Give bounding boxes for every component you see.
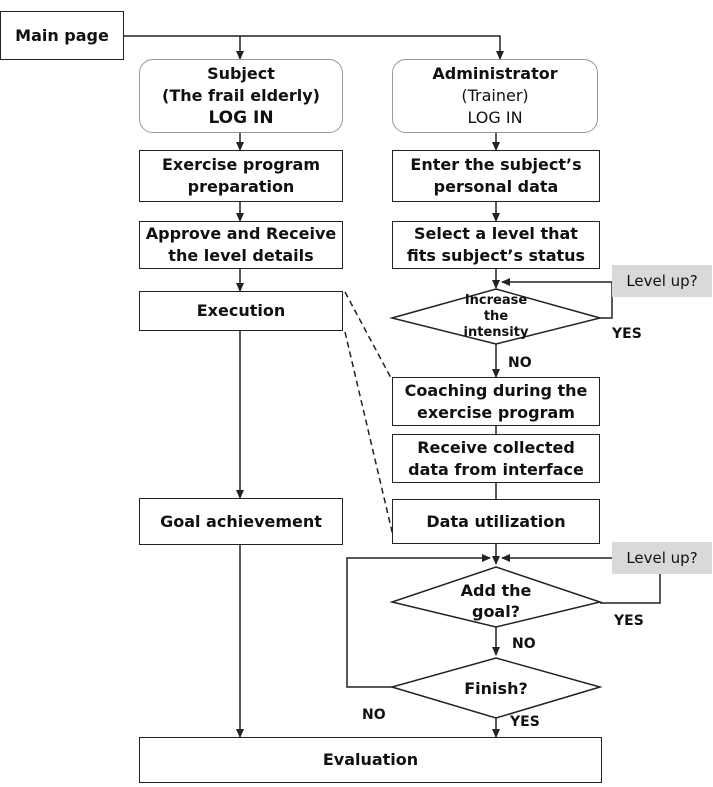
- increase-line2: the: [483, 309, 509, 324]
- no-label-2: NO: [512, 636, 536, 652]
- main-page-box: Main page: [0, 11, 124, 60]
- yes-label-3: YES: [510, 714, 540, 730]
- approve-line2: the level details: [168, 246, 314, 265]
- level-up-2-label: Level up?: [626, 549, 698, 567]
- data-utilization-label: Data utilization: [426, 511, 566, 531]
- increase-intensity-diamond: [389, 288, 603, 345]
- receive-line2: data from interface: [408, 459, 584, 479]
- subject-subtitle: (The frail elderly): [162, 86, 320, 105]
- main-to-branch-line: [124, 35, 504, 60]
- coaching-box: Coaching during the exercise program: [392, 377, 600, 426]
- select-level-box: Select a level that fits subject’s statu…: [392, 221, 600, 269]
- exercise-prep-line1: Exercise program: [161, 155, 321, 174]
- receive-line1: Receive collected: [417, 437, 575, 457]
- evaluation-label: Evaluation: [322, 750, 419, 769]
- select-level-line1: Select a level that: [414, 224, 578, 243]
- subject-title: Subject: [207, 64, 275, 83]
- subject-login: LOG IN: [208, 108, 274, 128]
- increase-line3: intensity: [463, 325, 529, 340]
- levelup-1-loop: [600, 282, 613, 319]
- enter-data-line1: Enter the subject’s: [410, 155, 582, 174]
- subject-login-box: Subject (The frail elderly) LOG IN: [139, 59, 343, 133]
- yes-label-2: YES: [614, 613, 644, 629]
- add-goal-text: Add the goal?: [436, 578, 556, 624]
- goal-achievement-label: Goal achievement: [160, 511, 322, 531]
- coaching-line1: Coaching during the: [404, 380, 588, 400]
- evaluation-box: Evaluation: [139, 737, 602, 783]
- finish-text: Finish?: [436, 676, 556, 700]
- level-up-1-label: Level up?: [626, 272, 698, 290]
- execution-label: Execution: [196, 301, 286, 320]
- execution-box: Execution: [139, 291, 343, 331]
- increase-line1: Increase: [464, 293, 528, 308]
- add-goal-line1: Add the: [460, 581, 532, 600]
- exercise-prep-box: Exercise program preparation: [139, 150, 343, 202]
- admin-subtitle: (Trainer): [461, 86, 529, 105]
- increase-intensity-text: Increase the intensity: [436, 292, 556, 342]
- main-page-label: Main page: [15, 25, 109, 45]
- enter-data-line2: personal data: [433, 177, 559, 196]
- no-label-1: NO: [508, 355, 532, 371]
- level-up-tag-1: Level up?: [612, 265, 712, 297]
- add-goal-diamond: [389, 566, 603, 628]
- admin-login: LOG IN: [467, 108, 523, 127]
- no-label-3: NO: [362, 707, 386, 723]
- coaching-line2: exercise program: [417, 402, 575, 422]
- level-up-tag-2: Level up?: [612, 542, 712, 574]
- admin-login-box: Administrator (Trainer) LOG IN: [392, 59, 598, 133]
- approve-receive-box: Approve and Receive the level details: [139, 221, 343, 269]
- finish-diamond: [389, 657, 603, 719]
- execution-dashed-upper: [344, 291, 392, 379]
- enter-personal-data-box: Enter the subject’s personal data: [392, 150, 600, 202]
- add-goal-line2: goal?: [471, 602, 520, 621]
- select-level-line2: fits subject’s status: [406, 246, 586, 265]
- admin-title: Administrator: [432, 64, 558, 83]
- data-utilization-box: Data utilization: [392, 499, 600, 544]
- finish-label: Finish?: [464, 678, 528, 698]
- goal-achievement-box: Goal achievement: [139, 498, 343, 545]
- receive-data-box: Receive collected data from interface: [392, 434, 600, 483]
- exercise-prep-line2: preparation: [187, 177, 295, 196]
- yes-label-1: YES: [612, 326, 642, 342]
- execution-dashed-lower: [344, 331, 395, 541]
- finish-no-loop: [346, 554, 491, 688]
- approve-line1: Approve and Receive: [145, 224, 337, 243]
